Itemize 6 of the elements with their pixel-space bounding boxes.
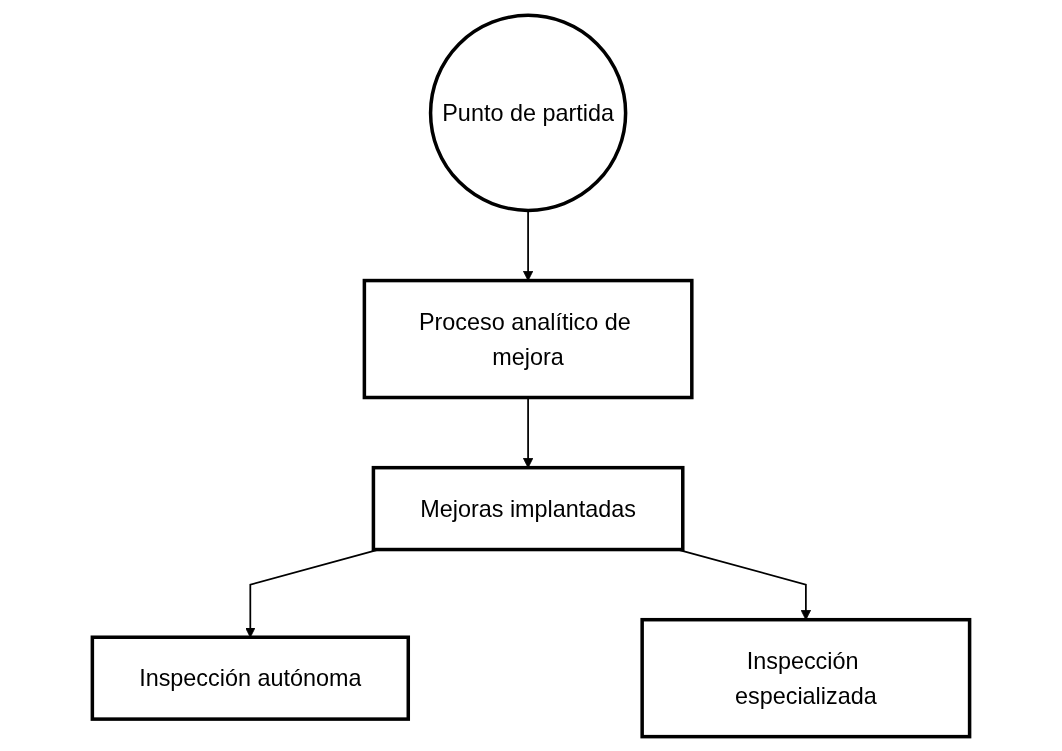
node-circle: Punto de partida: [428, 13, 628, 212]
node-box: Proceso analítico de mejora: [362, 278, 694, 399]
arrow: [522, 209, 534, 281]
node-box: Inspección autónoma: [90, 635, 411, 721]
node-box: Mejoras implantadas: [371, 465, 685, 551]
node-box: Inspección especializada: [640, 617, 972, 738]
